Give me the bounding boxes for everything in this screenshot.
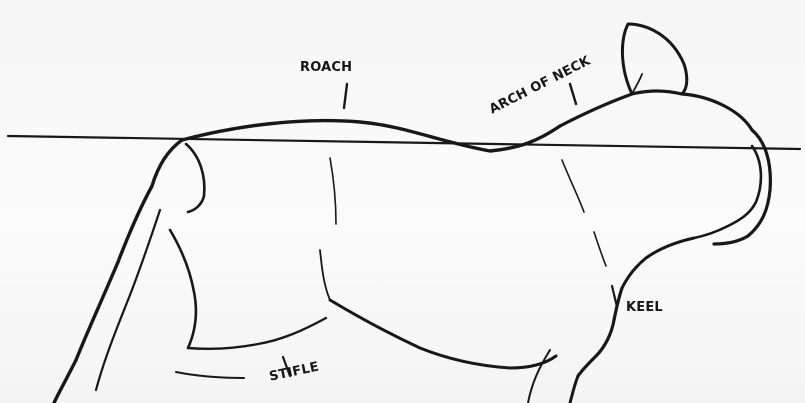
tail-stub-line [186,144,204,212]
muzzle-line [694,146,761,238]
ear-outline [622,24,686,94]
head-outline [682,94,770,244]
keel-label: KEEL [626,300,663,315]
front-leg-inner-line [528,350,550,403]
roach-pointer [344,84,347,108]
rib-contour-mark [330,158,336,224]
neck-arch-curve [560,91,682,126]
elbow-contour-mark [594,232,606,266]
keel-pointer [612,286,617,307]
shoulder-contour-mark [562,160,584,212]
topline-reference-line [8,136,800,149]
belly-line [330,300,556,368]
rear-paw-line [176,372,244,378]
roach-topline-curve [182,121,560,151]
hindquarter-outline [54,140,182,403]
front-leg-line [570,376,578,403]
flank-contour-mark [320,250,330,300]
stifle-line [188,318,326,349]
jaw-line [622,238,694,288]
thigh-line [170,230,196,348]
arch-of-neck-pointer [570,84,576,104]
roach-label: ROACH [300,60,352,75]
